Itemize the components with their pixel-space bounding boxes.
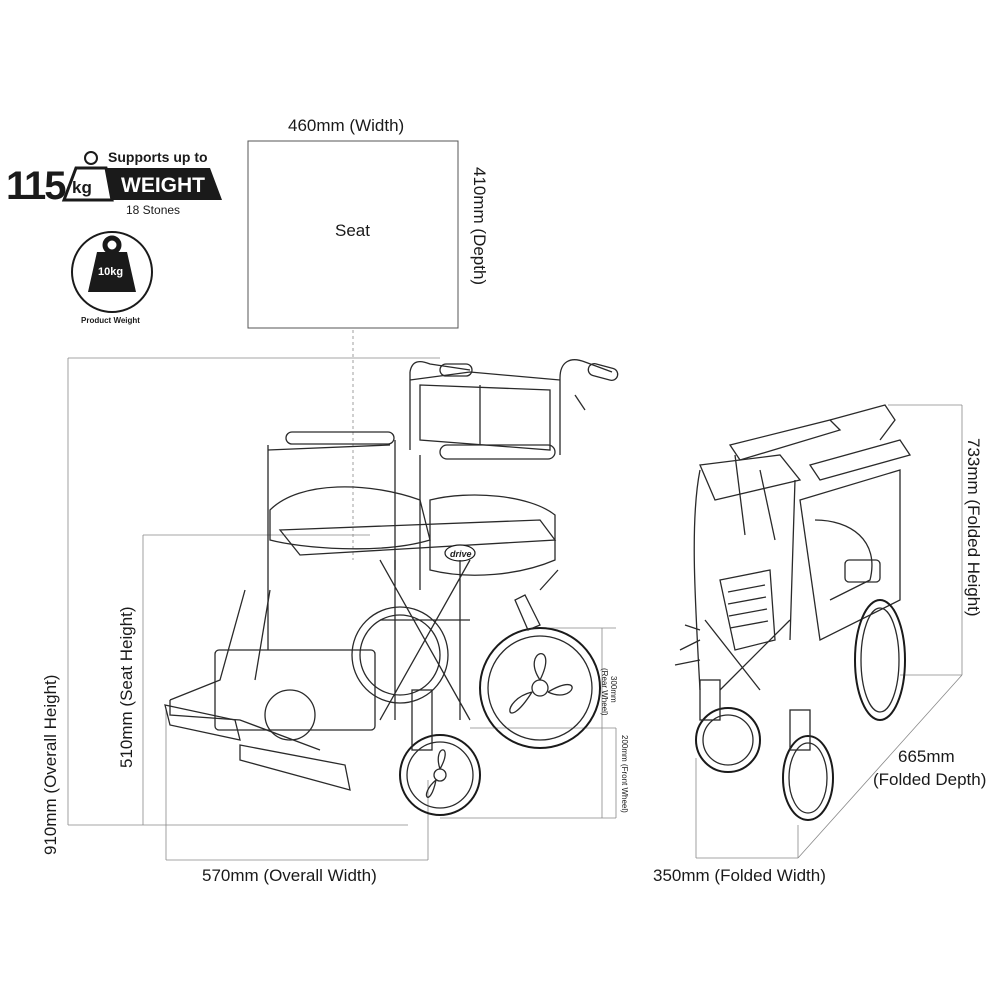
supports-text: Supports up to [108, 149, 208, 165]
product-weight-badge: 10kg Product Weight [71, 231, 153, 325]
weight-icon [88, 235, 136, 292]
capacity-unit: kg [72, 178, 92, 197]
folded-depth-label: (Folded Depth) [873, 770, 986, 789]
kg-weight-icon: kg [61, 151, 114, 202]
front-wheel-label: 200mm (Front Wheel) [620, 735, 629, 813]
stones-text: 18 Stones [126, 203, 180, 217]
seat-outline [247, 140, 459, 329]
folded-width-label: 350mm (Folded Width) [653, 866, 826, 885]
folded-dimension-lines [695, 404, 963, 859]
wheelchair-dimension-lines [67, 357, 617, 861]
wheelchair-folded-illustration [674, 404, 912, 821]
seat-label: Seat [335, 221, 370, 240]
brand-logo: drive [450, 549, 472, 559]
seat-width-label: 460mm (Width) [288, 116, 404, 135]
wheelchair-open-illustration: drive [164, 359, 619, 816]
overall-width-label: 570mm (Overall Width) [202, 866, 377, 885]
product-weight-label: Product Weight [81, 316, 140, 325]
weight-word: WEIGHT [121, 174, 205, 197]
weight-capacity-badge: 115 kg WEIGHT Supports up to 18 Stones [6, 149, 222, 217]
overall-height-label: 910mm (Overall Height) [41, 675, 60, 855]
rear-wheel-note: (Rear Wheel) [600, 668, 609, 716]
folded-height-label: 733mm (Folded Height) [964, 438, 983, 617]
seat-depth-label: 410mm (Depth) [470, 167, 489, 285]
seat-diagram: Seat 460mm (Width) 410mm (Depth) [247, 116, 489, 560]
rear-wheel-size: 300mm [609, 676, 618, 703]
capacity-number: 115 [6, 164, 66, 208]
folded-depth-value: 665mm [898, 747, 955, 766]
seat-height-label: 510mm (Seat Height) [117, 606, 136, 768]
product-weight-value: 10kg [98, 266, 123, 278]
weight-banner [106, 168, 222, 200]
